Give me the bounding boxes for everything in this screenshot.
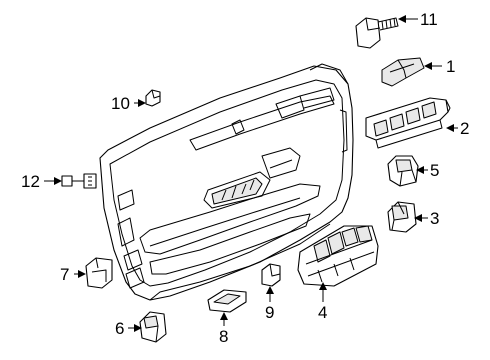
callout-7: 7 xyxy=(60,265,69,284)
part-11-bolt xyxy=(355,17,399,49)
part-2-switch-bar xyxy=(365,97,451,149)
part-7-switch xyxy=(85,257,113,289)
callout-9: 9 xyxy=(265,303,274,322)
callout-6: 6 xyxy=(115,319,124,338)
callout-leaders xyxy=(44,15,458,332)
part-9-switch xyxy=(261,263,281,287)
part-5-mirror-switch xyxy=(387,155,419,187)
part-6-switch xyxy=(139,311,167,343)
part-3-switch xyxy=(387,201,417,233)
callout-8: 8 xyxy=(219,327,228,346)
callout-labels: 1 2 3 4 5 6 7 8 9 10 11 12 xyxy=(21,10,469,346)
part-1-trim-cap xyxy=(381,57,425,87)
part-10-clip xyxy=(145,89,161,107)
callout-11: 11 xyxy=(420,10,438,29)
callout-1: 1 xyxy=(446,57,455,76)
door-trim-panel xyxy=(99,63,354,301)
callout-4: 4 xyxy=(318,303,327,322)
part-12-connector xyxy=(61,173,97,189)
callout-12: 12 xyxy=(21,172,40,191)
callout-10: 10 xyxy=(111,94,130,113)
part-8-lamp xyxy=(207,289,247,313)
part-4-window-switch xyxy=(297,225,379,287)
callout-5: 5 xyxy=(430,161,439,180)
callout-3: 3 xyxy=(430,209,439,228)
callout-2: 2 xyxy=(460,119,469,138)
